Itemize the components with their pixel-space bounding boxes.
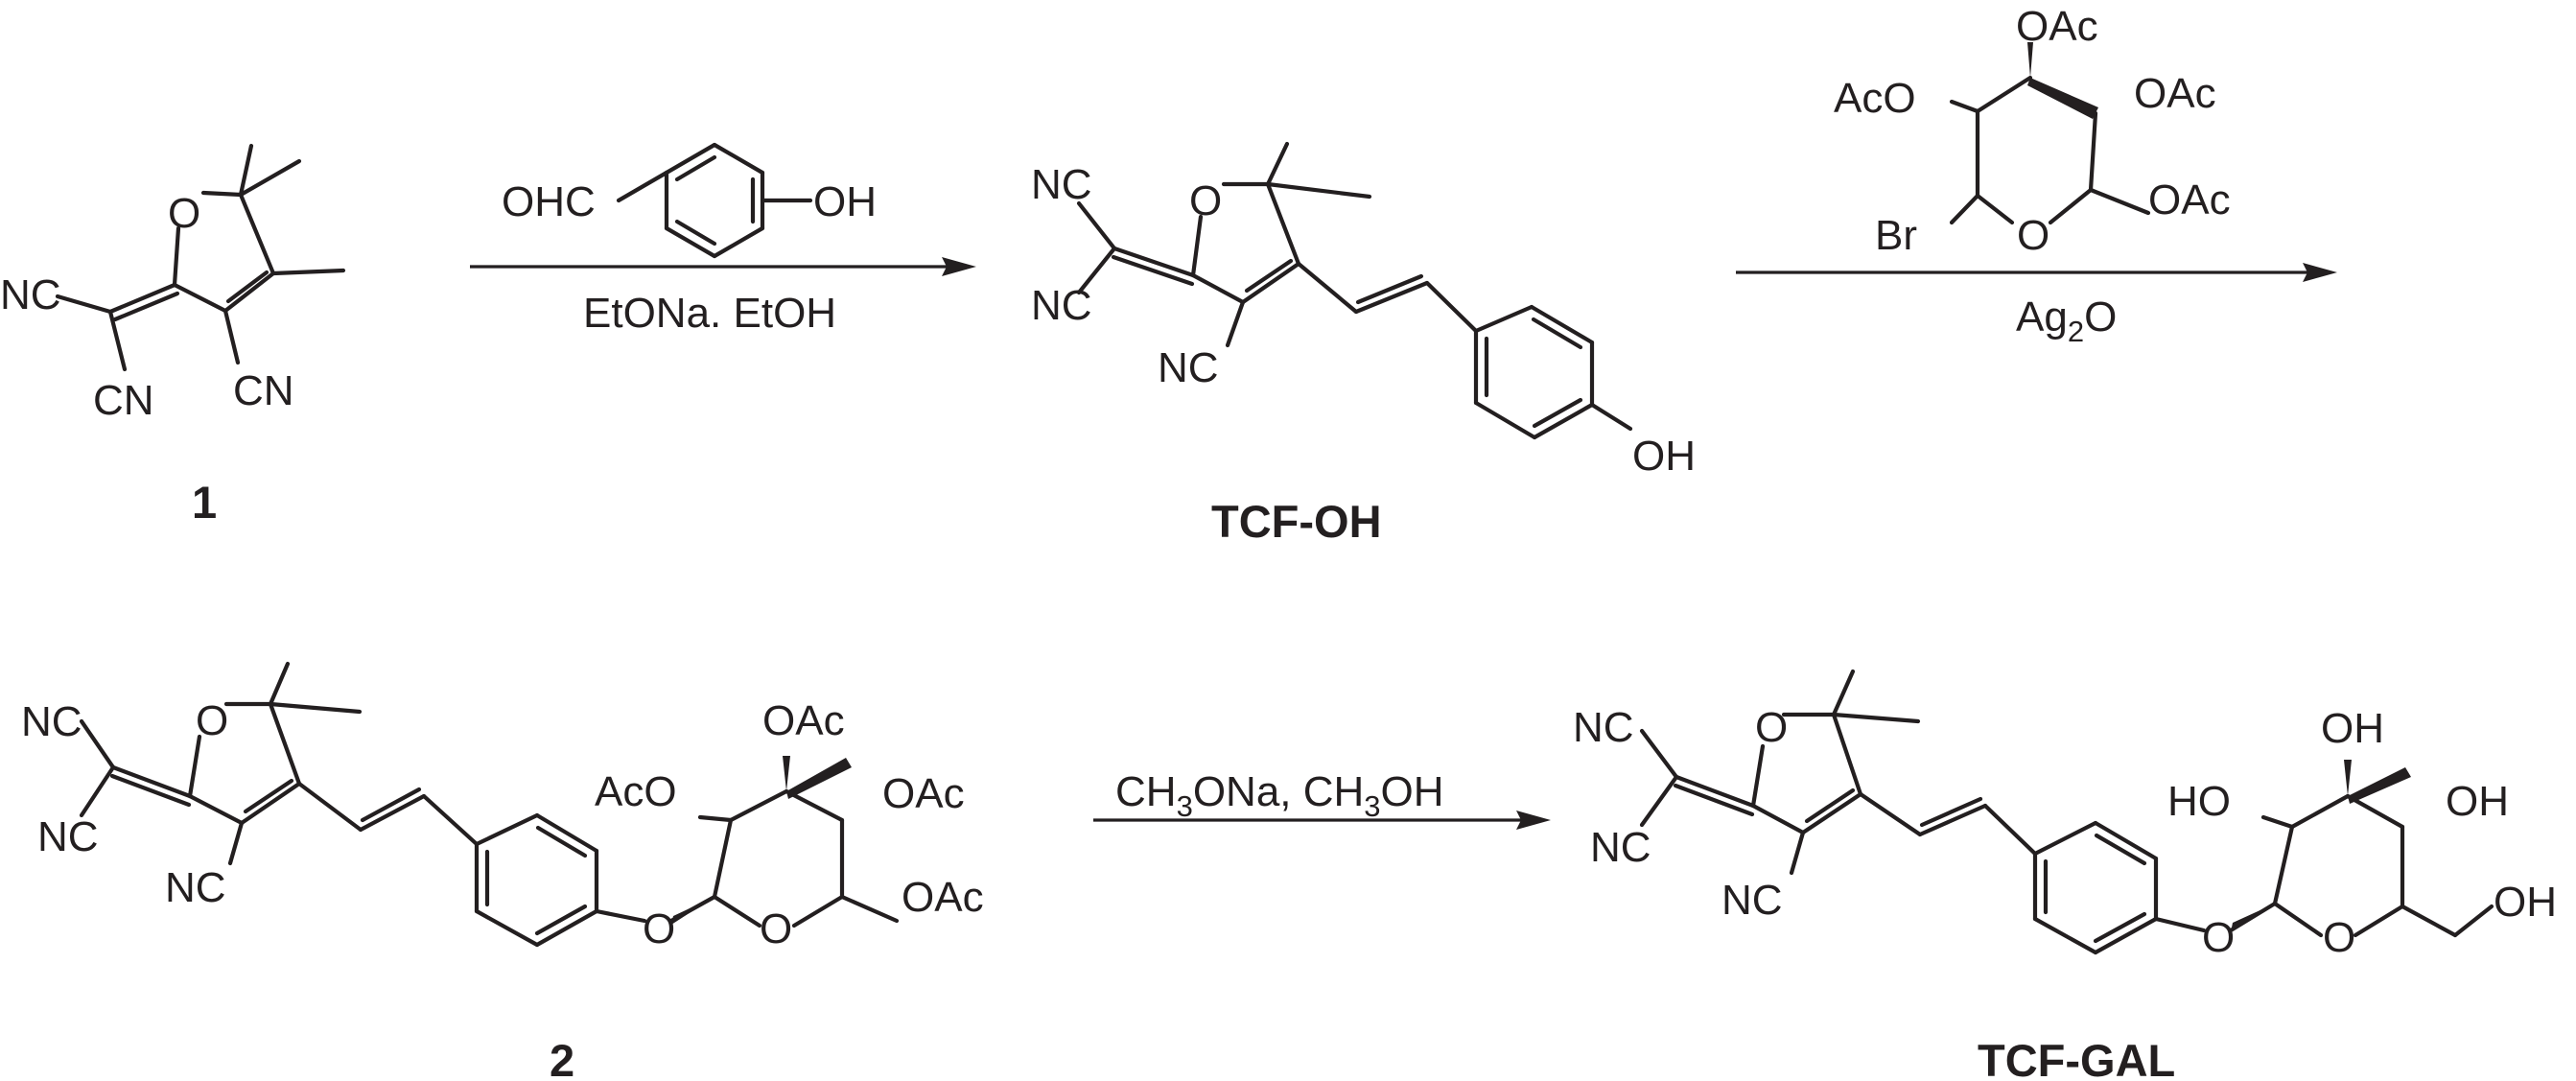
hydroxyl-label: OH: [2446, 778, 2509, 825]
tcf-oh-structure: O NC NC NC OH: [1031, 141, 1696, 480]
acetoxy-label: OAc: [2148, 176, 2231, 223]
hydroxyl-label: OH: [2321, 705, 2384, 752]
hydroxyl-label: OH: [2494, 879, 2557, 926]
ring-oxygen-label: O: [760, 905, 792, 952]
ring-oxygen-label: O: [168, 190, 200, 237]
acetoxy-label: OAc: [762, 697, 845, 744]
ether-oxygen-label: O: [643, 905, 675, 952]
ring-oxygen-label: O: [196, 697, 228, 744]
step-3-arrow: [1093, 811, 1551, 830]
ether-oxygen-label: O: [2202, 914, 2235, 961]
tcf-oh-label: TCF-OH: [1211, 496, 1382, 547]
nitrile-label: CN: [233, 367, 294, 414]
hydroxyl-label: OH: [813, 178, 877, 225]
acetoxy-label: AcO: [1834, 75, 1916, 122]
step-2-arrow: [1736, 263, 2337, 282]
acetoxy-label: OAc: [2016, 3, 2098, 50]
compound-1-structure: O NC CN CN: [0, 143, 346, 424]
hydroxyl-label: HO: [2167, 778, 2231, 825]
nitrile-label: NC: [1158, 344, 1219, 391]
nitrile-label: NC: [165, 864, 226, 911]
compound-2-structure: O NC NC NC OAc AcO OAc O O OAc: [21, 661, 984, 952]
nitrile-label: NC: [1721, 877, 1783, 924]
tcf-gal-label: TCF-GAL: [1978, 1035, 2175, 1081]
compound-1-label: 1: [192, 477, 217, 528]
step-3-conditions: CH3ONa, CH3OH: [1115, 768, 1444, 823]
acetoxy-label: OAc: [882, 770, 965, 817]
tcf-gal-structure: O NC NC NC OH HO OH O O OH: [1573, 669, 2557, 961]
nitrile-label: NC: [1031, 282, 1092, 329]
step-2-conditions: Ag2O: [2016, 294, 2117, 348]
ring-oxygen-label: O: [1189, 177, 1222, 224]
nitrile-label: NC: [1031, 161, 1092, 208]
ring-oxygen-label: O: [2323, 914, 2355, 961]
compound-2-label: 2: [550, 1035, 574, 1081]
ring-oxygen-label: O: [2017, 212, 2049, 259]
bromine-label: Br: [1875, 212, 1917, 259]
nitrile-label: NC: [1573, 704, 1634, 751]
nitrile-label: NC: [1590, 824, 1651, 871]
step-2-reagent-structure: OAc AcO OAc Br O OAc: [1834, 3, 2231, 259]
ring-oxygen-label: O: [1755, 704, 1788, 751]
nitrile-label: CN: [93, 377, 154, 424]
hydroxyl-label: OH: [1632, 433, 1696, 480]
acetoxy-label: OAc: [2134, 70, 2216, 117]
step-1-reagent-structure: OHC OH: [502, 142, 877, 259]
step-1-arrow: [470, 257, 976, 276]
aldehyde-label: OHC: [502, 178, 596, 225]
acetoxy-label: AcO: [595, 768, 677, 815]
nitrile-label: NC: [0, 271, 61, 318]
nitrile-label: NC: [37, 813, 99, 860]
nitrile-label: NC: [21, 698, 82, 745]
step-1-conditions: EtONa. EtOH: [583, 290, 836, 337]
acetoxy-label: OAc: [902, 874, 984, 921]
